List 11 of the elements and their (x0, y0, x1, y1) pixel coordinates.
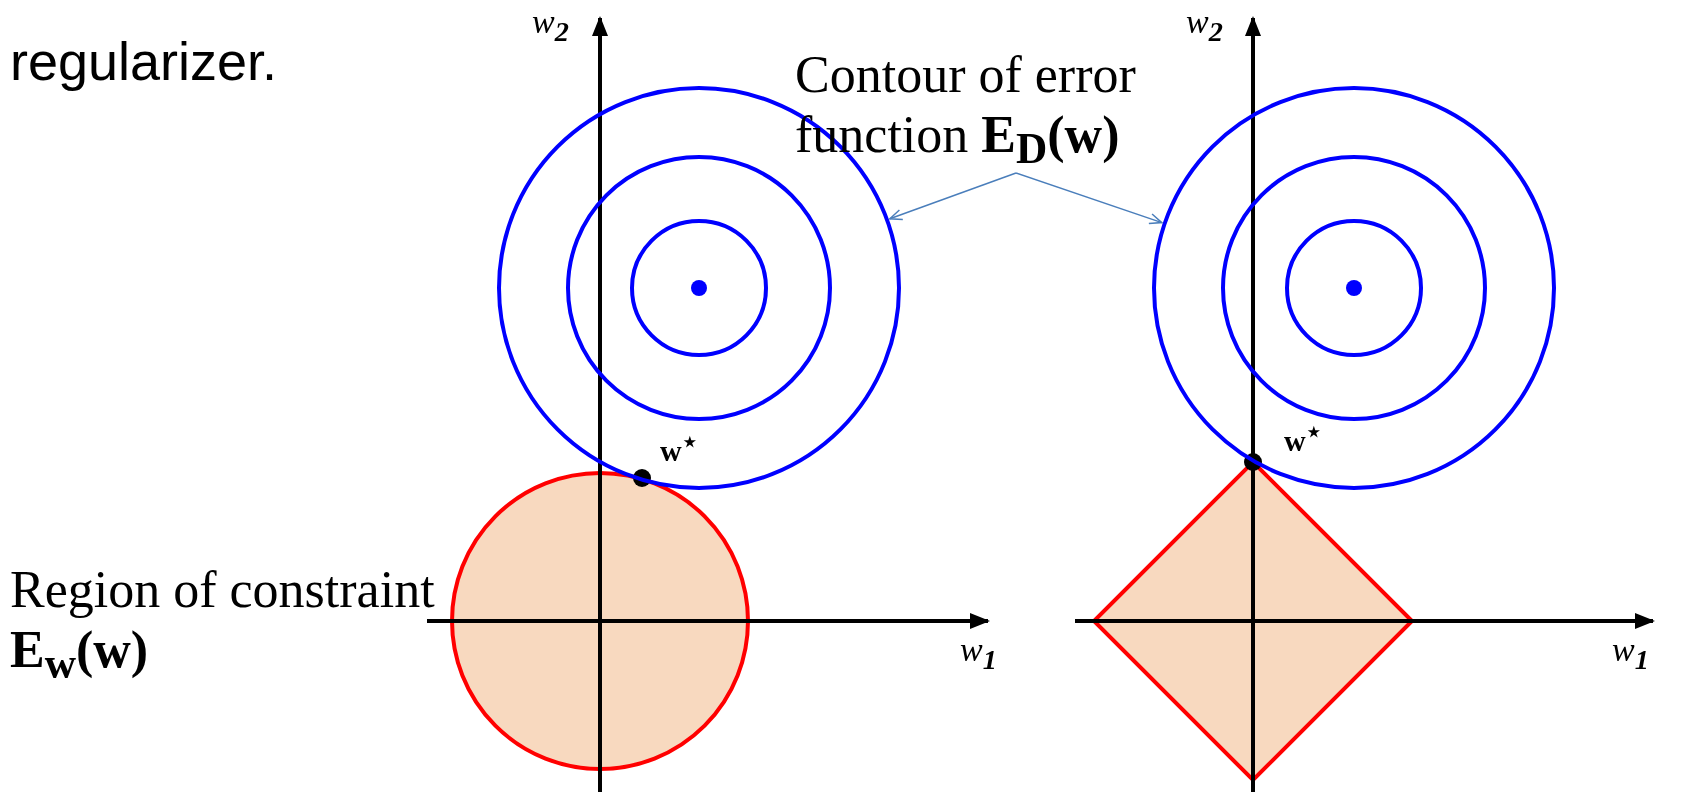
caption-text: regularizer. (10, 30, 278, 93)
contour-circle (1152, 86, 1556, 490)
leader-line (1015, 172, 1163, 225)
point-label: w$^{⋆}$ (1284, 418, 1322, 459)
axis-label: w$_{1}$ (1612, 630, 1649, 677)
axis-label: w$_{2}$ (532, 2, 569, 49)
axis-label: w$_{2}$ (1186, 2, 1223, 49)
leader-line (889, 172, 1017, 221)
axis-label: w$_{1}$ (960, 630, 997, 677)
region-label: Region of constraint E$_{w}$(w) (10, 560, 436, 689)
point-label: w$^{⋆}$ (660, 428, 698, 469)
